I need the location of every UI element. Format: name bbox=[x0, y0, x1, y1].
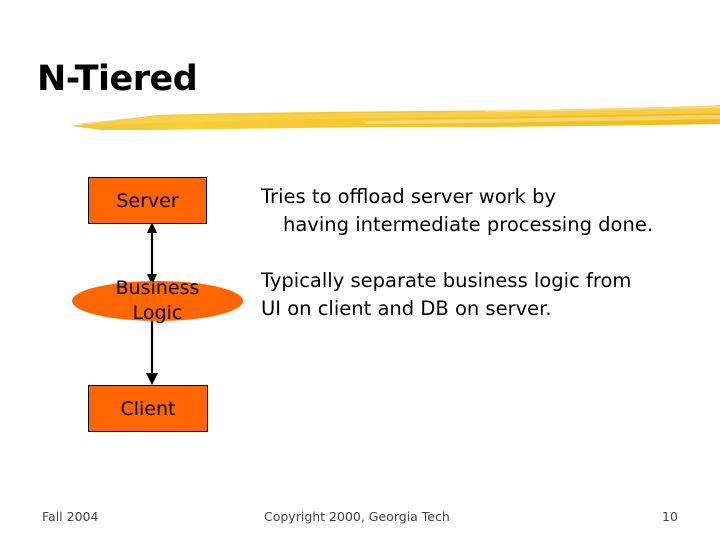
bullet-text-server: Tries to offload server work by having i… bbox=[261, 183, 706, 239]
bullet-text-business-logic: Typically separate business logic from U… bbox=[261, 267, 709, 323]
bullet-text-server-line1: Tries to offload server work by bbox=[261, 185, 557, 208]
footer-copyright: Copyright 2000, Georgia Tech bbox=[264, 509, 450, 524]
diagram-node-server[interactable]: Server bbox=[88, 177, 207, 224]
footer-page-number: 10 bbox=[662, 509, 678, 524]
bullet-text-business-logic-line2: UI on client and DB on server. bbox=[261, 297, 552, 320]
diagram-node-client-label: Client bbox=[120, 397, 176, 420]
bullet-text-server-line2: having intermediate processing done. bbox=[283, 213, 654, 236]
diagram-node-business-logic-label: Business Logic bbox=[115, 277, 200, 324]
footer-term: Fall 2004 bbox=[42, 509, 99, 524]
page-title: N-Tiered bbox=[37, 59, 198, 99]
diagram-node-server-label: Server bbox=[116, 189, 179, 212]
bullet-text-business-logic-line1: Typically separate business logic from bbox=[261, 269, 632, 292]
diagram-node-client[interactable]: Client bbox=[88, 385, 208, 432]
diagram-node-business-logic[interactable] bbox=[72, 281, 243, 321]
title-brush-stroke-decoration bbox=[70, 105, 720, 130]
